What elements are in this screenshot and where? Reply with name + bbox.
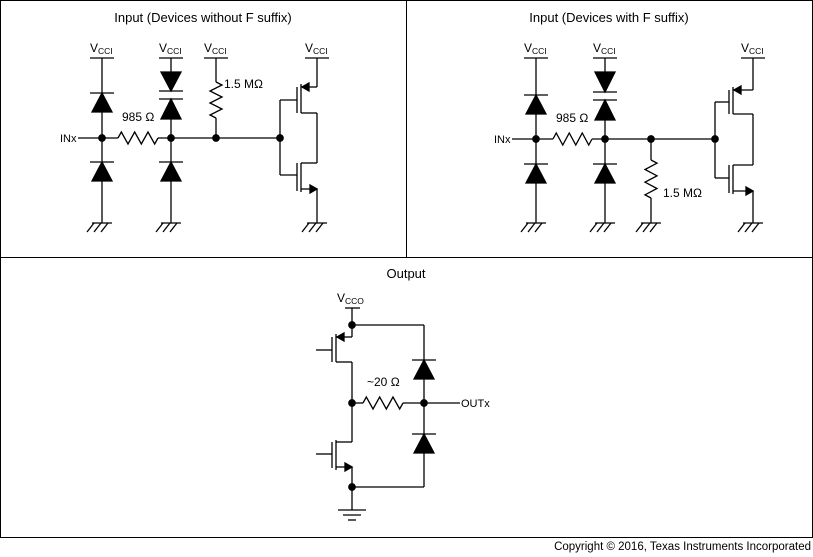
diode-symbol [593, 98, 617, 121]
vcco-label: VCCO [337, 291, 364, 306]
wire [301, 222, 310, 233]
junction-dot [348, 399, 356, 407]
wire [649, 222, 658, 233]
junction-dot [420, 399, 428, 407]
wire [744, 222, 753, 233]
vcci-labels-left: VCCI VCCI VCCI VCCI [90, 41, 328, 56]
wire [315, 222, 324, 233]
circuit-wiring [78, 57, 765, 521]
output-label: OUTx [461, 398, 490, 410]
diode-symbol [524, 93, 548, 115]
junction-dot [647, 135, 655, 143]
wire [93, 222, 102, 233]
copyright-notice: Copyright © 2016, Texas Instruments Inco… [554, 541, 811, 553]
wire [589, 222, 598, 233]
arrow-symbol [309, 183, 319, 195]
arrow-symbol [335, 331, 345, 343]
diode-symbol [593, 162, 617, 184]
arrow-symbol [344, 461, 354, 473]
arrow-symbol [745, 185, 755, 197]
diode-symbol [524, 162, 548, 184]
resistor-symbol [117, 130, 159, 146]
series-resistor-label-right: 985 Ω [556, 111, 588, 125]
arrow-symbol [732, 84, 742, 96]
panel-input-f [406, 0, 813, 258]
svg-text:VCCI: VCCI [159, 41, 182, 56]
diode-symbol [159, 71, 183, 93]
wire [86, 222, 95, 233]
wire [642, 222, 651, 233]
diode-symbol [159, 97, 183, 120]
diode-symbol [159, 160, 183, 182]
wire [162, 222, 171, 233]
panel-output [0, 257, 813, 538]
diode-symbol [412, 432, 436, 454]
panel-input-no-f [0, 0, 407, 258]
diode-symbol [90, 160, 114, 182]
wire [100, 222, 109, 233]
wire [155, 222, 164, 233]
junction-dot [532, 135, 540, 143]
output-resistor-label: ~20 Ω [367, 375, 400, 389]
panel-title-input-f: Input (Devices with F suffix) [529, 10, 688, 25]
svg-text:VCCI: VCCI [204, 41, 227, 56]
wire [169, 222, 178, 233]
panel-title-output: Output [386, 266, 425, 281]
wire [527, 222, 536, 233]
wire [308, 222, 317, 233]
junction-dot [348, 321, 356, 329]
input-label-left: INx [60, 133, 77, 145]
wire [534, 222, 543, 233]
pull-resistor-label-left: 1.5 MΩ [224, 77, 263, 91]
svg-text:VCCI: VCCI [305, 41, 328, 56]
pull-resistor-label-right: 1.5 MΩ [663, 186, 702, 200]
svg-text:VCCI: VCCI [593, 41, 616, 56]
diode-symbol [412, 358, 436, 380]
arrow-symbol [300, 81, 310, 93]
diode-symbol [593, 71, 617, 94]
series-resistor-label-left: 985 Ω [122, 110, 154, 124]
vcci-labels-right: VCCI VCCI VCCI [524, 41, 764, 56]
diode-symbol [90, 91, 114, 113]
resistor-symbol [362, 395, 404, 411]
svg-text:VCCI: VCCI [741, 41, 764, 56]
junction-dot [601, 135, 609, 143]
junction-dot [348, 483, 356, 491]
junction-dot [212, 134, 220, 142]
wire [737, 222, 746, 233]
junction-dot [167, 134, 175, 142]
panel-title-input-no-f: Input (Devices without F suffix) [114, 10, 292, 25]
junction-dot [98, 134, 106, 142]
svg-text:VCCI: VCCI [524, 41, 547, 56]
wire [603, 222, 612, 233]
svg-text:VCCI: VCCI [90, 41, 113, 56]
resistor-symbol [552, 131, 593, 147]
input-label-right: INx [494, 134, 511, 146]
resistor-symbol [208, 81, 224, 119]
wire [520, 222, 529, 233]
wire [596, 222, 605, 233]
wire [751, 222, 760, 233]
wire [635, 222, 644, 233]
resistor-symbol [643, 159, 659, 199]
